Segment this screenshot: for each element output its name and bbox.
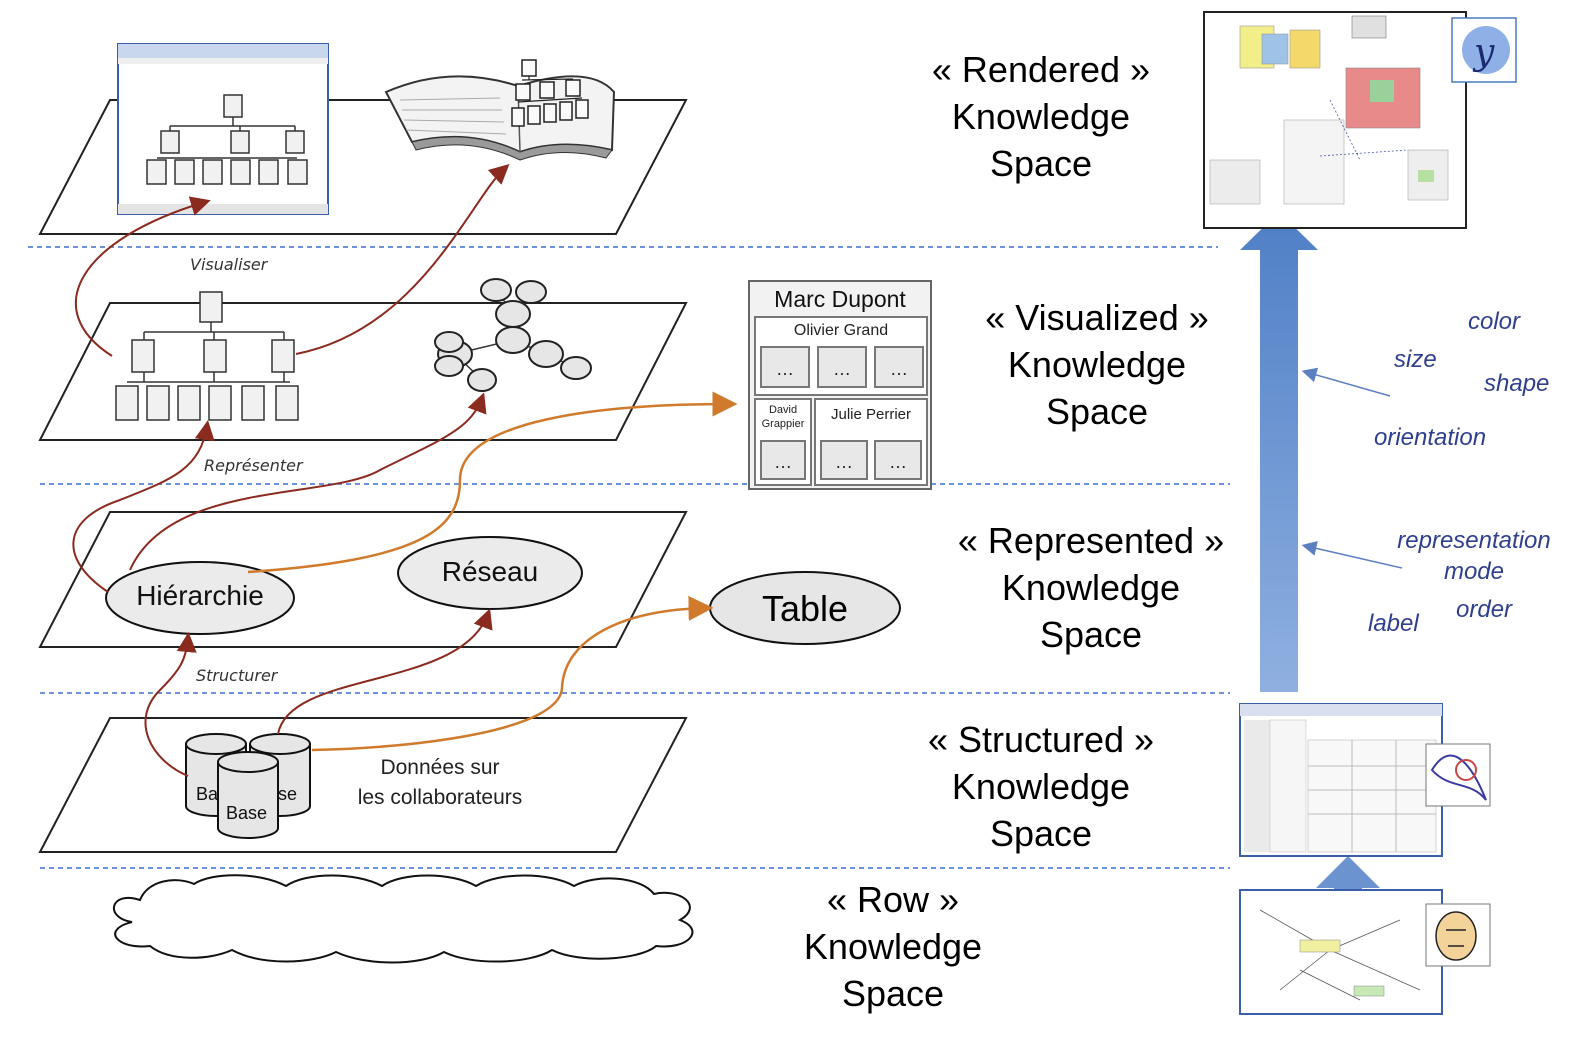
table-label: Table	[761, 588, 849, 629]
layer-title-row: « Row » Knowledge Space	[752, 876, 1034, 1017]
pointer-visual-attributes	[1301, 367, 1391, 397]
arrow-visualiser-tree	[74, 196, 211, 357]
step-representer-label: Représenter	[204, 456, 303, 475]
org-cell: …	[760, 346, 810, 388]
attr-shape: shape	[1484, 370, 1550, 397]
arrow-structurer-hierarchie	[144, 632, 197, 777]
layer-title-rendered: « Rendered » Knowledge Space	[900, 46, 1182, 187]
layer-title-line: « Represented »	[957, 520, 1225, 561]
layer-title-visualized: « Visualized » Knowledge Space	[956, 294, 1238, 435]
attr-size: size	[1394, 346, 1437, 373]
org-cell: …	[874, 346, 924, 388]
raw-data-cloud	[113, 874, 694, 964]
browser-window-thumbnail	[117, 43, 329, 215]
org-chart-box: Marc Dupont Olivier Grand … … … David Gr…	[748, 280, 932, 490]
layer-title-line: Knowledge	[1001, 567, 1181, 608]
org-sub-david: David Grappier …	[754, 398, 812, 486]
attr-color: color	[1468, 308, 1521, 335]
attr-order: order	[1456, 596, 1513, 623]
org-sub-olivier-name: Olivier Grand	[793, 322, 889, 339]
org-sub-olivier: Olivier Grand … … …	[754, 316, 928, 396]
arrow-hierarchie-to-orgchart	[247, 391, 738, 574]
arrow-representer-tree	[72, 420, 215, 593]
visualized-network	[434, 278, 592, 392]
layer-title-line: Knowledge	[951, 96, 1131, 137]
database-cylinders	[185, 733, 311, 839]
layer-title-line: Space	[841, 973, 945, 1014]
layer-title-line: Knowledge	[803, 926, 983, 967]
layer-dividers	[28, 246, 1230, 869]
attr-mode-line: mode	[1443, 558, 1505, 585]
layer-title-line: « Structured »	[927, 719, 1155, 760]
layer-title-line: Space	[989, 143, 1093, 184]
layer-title-line: « Visualized »	[985, 297, 1209, 338]
pointer-representation-attributes	[1301, 541, 1403, 569]
org-cell: …	[760, 440, 806, 480]
visualized-tree	[115, 291, 299, 421]
step-structurer-label: Structurer	[196, 666, 278, 685]
org-sub-julie-name: Julie Perrier	[830, 406, 912, 423]
layer-title-represented: « Represented » Knowledge Space	[934, 517, 1248, 658]
layer-title-line: Space	[1039, 614, 1143, 655]
data-label-line1: Données sur	[380, 756, 500, 779]
arrow-visualiser-book	[295, 163, 510, 355]
raw-mindmap-thumbnail	[1239, 889, 1491, 1015]
layer-title-structured: « Structured » Knowledge Space	[900, 716, 1182, 857]
svg-text:y: y	[1472, 32, 1495, 73]
rendered-map-thumbnail: y	[1203, 11, 1517, 229]
base-label-front: Base	[226, 803, 268, 823]
attr-representation-line: representation	[1397, 527, 1551, 554]
layer-title-line: Space	[1045, 391, 1149, 432]
big-arrow-up	[1240, 212, 1318, 692]
attr-orientation: orientation	[1374, 424, 1487, 451]
layer-title-line: Knowledge	[1007, 344, 1187, 385]
attr-label: label	[1368, 610, 1419, 637]
base-label-right: se	[278, 784, 298, 804]
hierarchie-node	[105, 561, 295, 635]
layer-title-line: « Row »	[826, 879, 960, 920]
org-sub-david-name-2: Grappier	[761, 418, 805, 430]
layer-title-line: « Rendered »	[931, 49, 1151, 90]
arrow-structurer-reseau	[277, 608, 493, 735]
arrow-data-to-table	[311, 595, 714, 752]
org-cell: …	[820, 440, 868, 480]
org-sub-julie: Julie Perrier … …	[814, 398, 928, 486]
org-sub-david-name-1: David	[768, 404, 798, 416]
layer-title-line: Knowledge	[951, 766, 1131, 807]
org-top-name: Marc Dupont	[774, 286, 906, 312]
hierarchie-label: Hiérarchie	[136, 580, 264, 611]
org-cell: …	[817, 346, 867, 388]
small-arrow-up	[1316, 856, 1380, 916]
reseau-label: Réseau	[441, 556, 539, 587]
plane-structured	[38, 717, 688, 853]
structured-tool-thumbnail	[1239, 703, 1491, 857]
attr-representation-mode: representation mode	[1388, 525, 1560, 587]
book-thumbnail	[384, 59, 616, 161]
org-cell: …	[874, 440, 922, 480]
base-label-left: Ba	[196, 784, 219, 804]
layer-title-line: Space	[989, 813, 1093, 854]
data-label-line2: les collaborateurs	[357, 786, 523, 809]
arrow-representer-network	[129, 392, 487, 571]
step-visualiser-label: Visualiser	[190, 255, 268, 274]
